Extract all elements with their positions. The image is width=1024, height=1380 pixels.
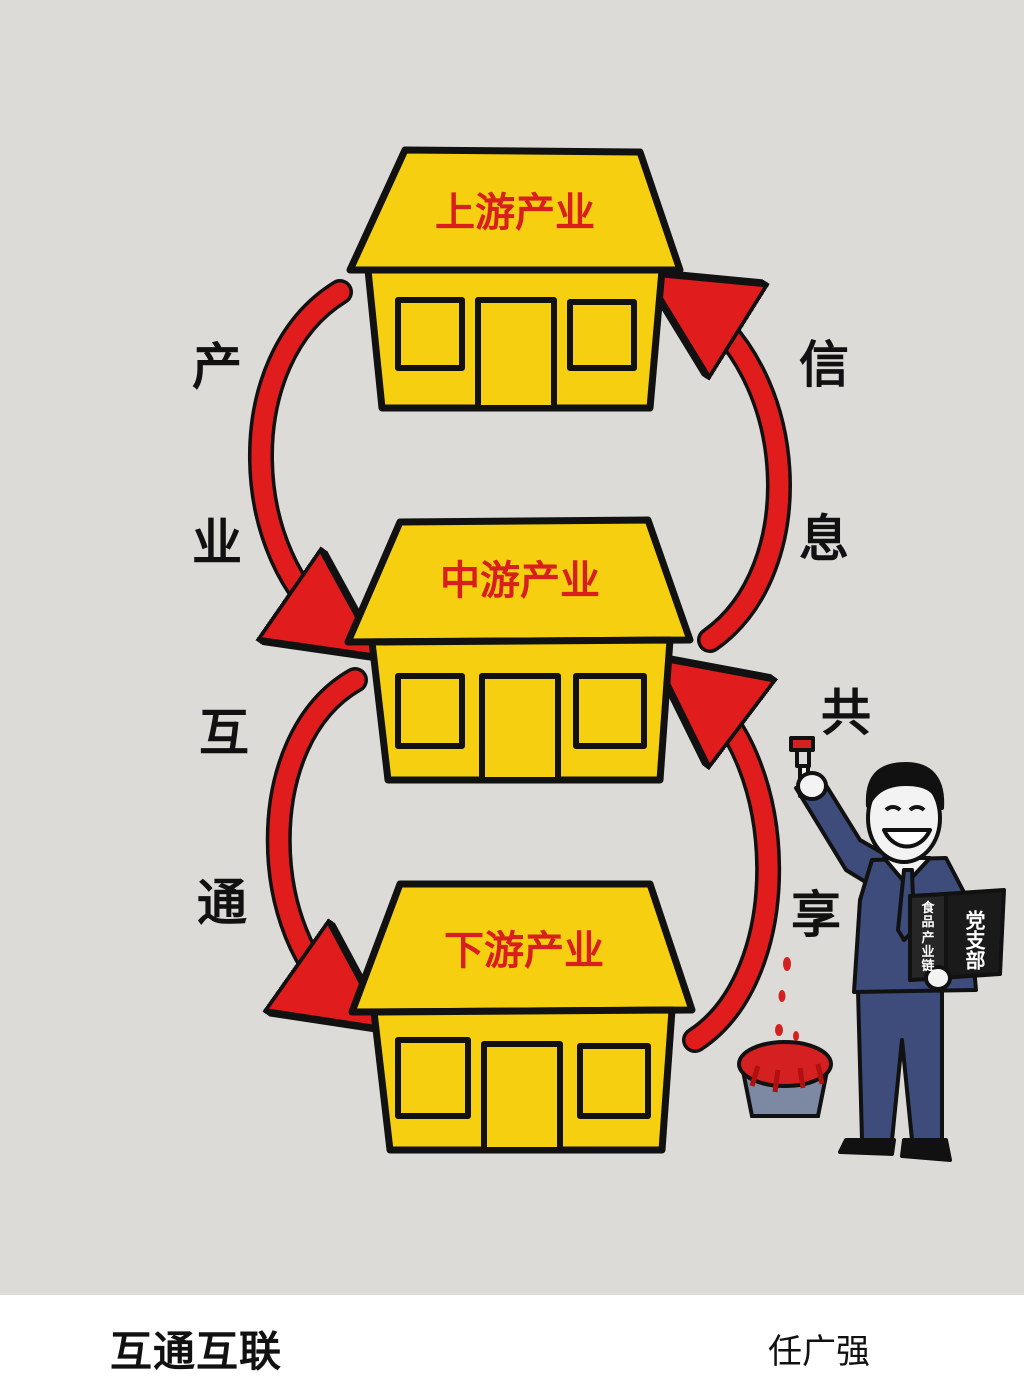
roof [344,516,694,646]
caption-title: 互通互联 [110,1327,283,1376]
paint-drips [775,957,799,1041]
caption-strip [0,1295,1024,1380]
roof [348,880,696,1016]
window-left [395,673,465,749]
left-phrase-char: 产 [192,338,242,396]
window-right [573,673,647,749]
left-phrase-char: 互 [199,704,249,762]
book-spine-char: 业 [921,944,934,960]
book-cover-label: 党支部 [962,909,986,970]
window-right [567,299,637,371]
book-spine-char: 食 [921,900,935,916]
book-spine-char: 产 [921,930,934,946]
left-phrase-char: 通 [197,874,247,932]
house-downstream [348,880,696,1154]
window-right [577,1043,651,1119]
house-upstream [346,146,684,412]
paint-bucket [737,1040,833,1118]
man-figure [789,736,1006,1162]
door [479,673,561,783]
door [475,297,557,411]
book-spine-char: 链 [920,958,935,974]
house-midstream [344,516,694,784]
left-arrows [248,279,355,1000]
window-left [395,297,465,371]
book-spine-char: 品 [921,915,934,930]
right-phrase-char: 享 [791,886,841,944]
right-arrows [688,300,792,1053]
door [481,1041,563,1153]
house-label-downstream: 下游产业 [444,928,604,974]
left-phrase-char: 业 [192,514,242,572]
house-label-upstream: 上游产业 [435,190,595,236]
right-phrase-char: 信 [799,336,849,394]
right-phrase-char: 共 [821,684,871,742]
roof [346,146,684,274]
caption-author: 任广强 [768,1332,870,1372]
right-phrase-char: 息 [799,510,849,568]
window-left [395,1037,471,1119]
house-label-midstream: 中游产业 [440,558,600,604]
